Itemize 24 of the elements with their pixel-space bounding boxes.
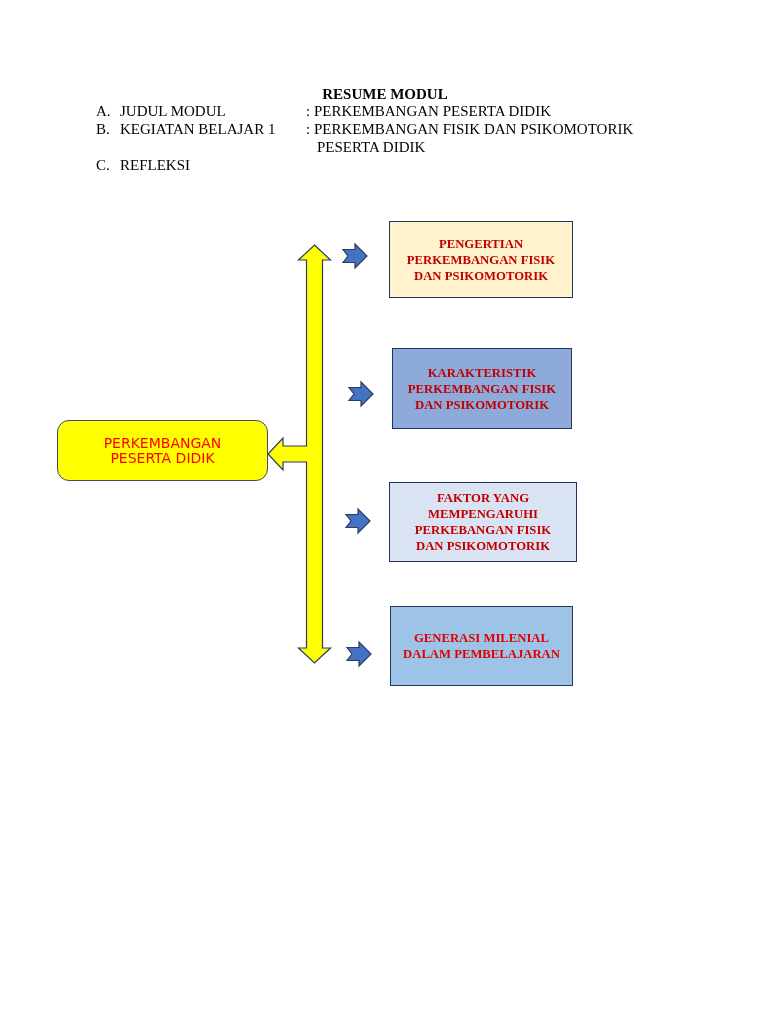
subtopic-box [389, 482, 577, 562]
chevron-arrow [344, 507, 371, 535]
section-label: REFLEKSI [120, 156, 190, 174]
subtopic-box [389, 221, 573, 298]
list-marker: C. [96, 156, 110, 174]
topic-box [57, 420, 268, 481]
subtopic-text: KARAKTERISTIK PERKEMBANGAN FISIK DAN PSIKOMOTORIK [406, 364, 558, 413]
section-label: KEGIATAN BELAJAR 1 [120, 120, 276, 138]
section-value: : PERKEMBANGAN PESERTA DIDIK [306, 102, 551, 120]
list-marker: B. [96, 120, 110, 138]
section-label: JUDUL MODUL [120, 102, 226, 120]
chevron-arrow [345, 640, 372, 668]
subtopic-text: FAKTOR YANG MEMPENGARUHI PERKEBANGAN FISIK DAN PSIKOMOTORIK [413, 490, 553, 554]
subtopic-box [390, 606, 573, 686]
chevron-arrow [341, 242, 368, 270]
subtopic-text: GENERASI MILENIAL DALAM PEMBELAJARAN [402, 630, 561, 662]
subtopic-box [392, 348, 572, 429]
topic-text: PERKEMBANGAN PESERTA DIDIK [102, 435, 223, 466]
block-arrow [267, 244, 332, 664]
subtopic-text: PENGERTIAN PERKEMBANGAN FISIK DAN PSIKOMOTORIK [405, 235, 557, 284]
page-title: RESUME MODUL [322, 85, 448, 103]
chevron-arrow [347, 380, 374, 408]
list-marker: A. [96, 102, 111, 120]
section-value: : PERKEMBANGAN FISIK DAN PSIKOMOTORIK PESERTA DIDIK [306, 120, 635, 156]
